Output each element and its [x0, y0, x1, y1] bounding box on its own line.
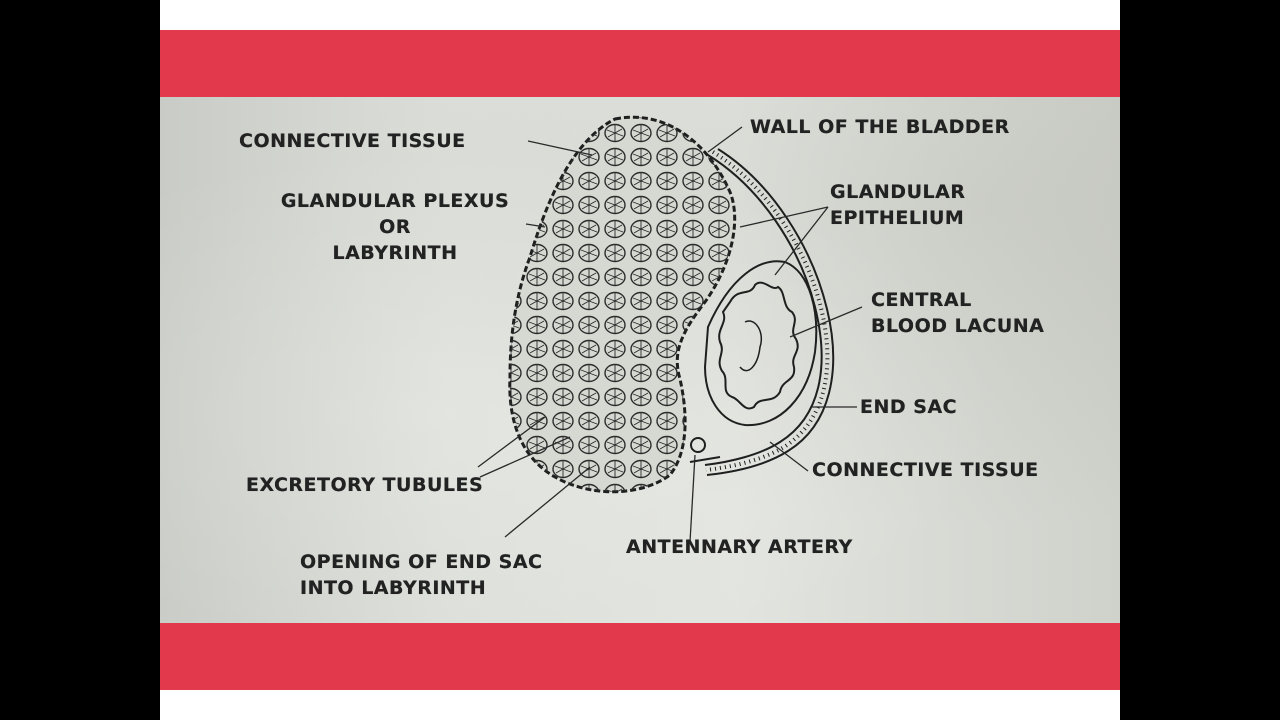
label-wall-of-bladder: WALL OF THE BLADDER [750, 116, 1010, 138]
label-excretory-tubules: EXCRETORY TUBULES [246, 474, 484, 496]
label-glandular-epithelium-line2: EPITHELIUM [830, 207, 965, 229]
leader-lines [477, 126, 863, 543]
label-connective-tissue-bottom: CONNECTIVE TISSUE [812, 459, 1039, 481]
slide-frame: CONNECTIVE TISSUE WALL OF THE BLADDER GL… [160, 0, 1120, 720]
label-opening-of-end-sac: OPENING OF END SAC INTO LABYRINTH [300, 549, 542, 601]
label-glandular-plexus: GLANDULAR PLEXUS OR LABYRINTH [250, 188, 540, 266]
label-glandular-epithelium: GLANDULAR EPITHELIUM [830, 179, 965, 231]
label-antennary-artery: ANTENNARY ARTERY [626, 536, 853, 558]
label-glandular-epithelium-line1: GLANDULAR [830, 181, 966, 203]
label-central-blood-lacuna-line1: CENTRAL [871, 289, 972, 311]
label-opening-line1: OPENING OF END SAC [300, 551, 543, 573]
scanned-page: CONNECTIVE TISSUE WALL OF THE BLADDER GL… [160, 97, 1120, 623]
label-glandular-plexus-line1: GLANDULAR PLEXUS [280, 190, 510, 212]
label-connective-tissue-top: CONNECTIVE TISSUE [239, 130, 466, 152]
label-end-sac: END SAC [860, 396, 958, 418]
bladder-wall [704, 148, 835, 476]
label-opening-line2: INTO LABYRINTH [300, 577, 487, 599]
labyrinth-body [508, 115, 737, 494]
green-gland-diagram [477, 115, 863, 543]
end-sac [703, 260, 818, 427]
label-central-blood-lacuna-line2: BLOOD LACUNA [871, 315, 1045, 337]
label-central-blood-lacuna: CENTRAL BLOOD LACUNA [871, 287, 1044, 339]
label-glandular-plexus-line2: OR [379, 216, 411, 238]
top-red-band [160, 30, 1120, 97]
label-glandular-plexus-line3: LABYRINTH [332, 242, 458, 264]
bottom-red-band [160, 623, 1120, 690]
